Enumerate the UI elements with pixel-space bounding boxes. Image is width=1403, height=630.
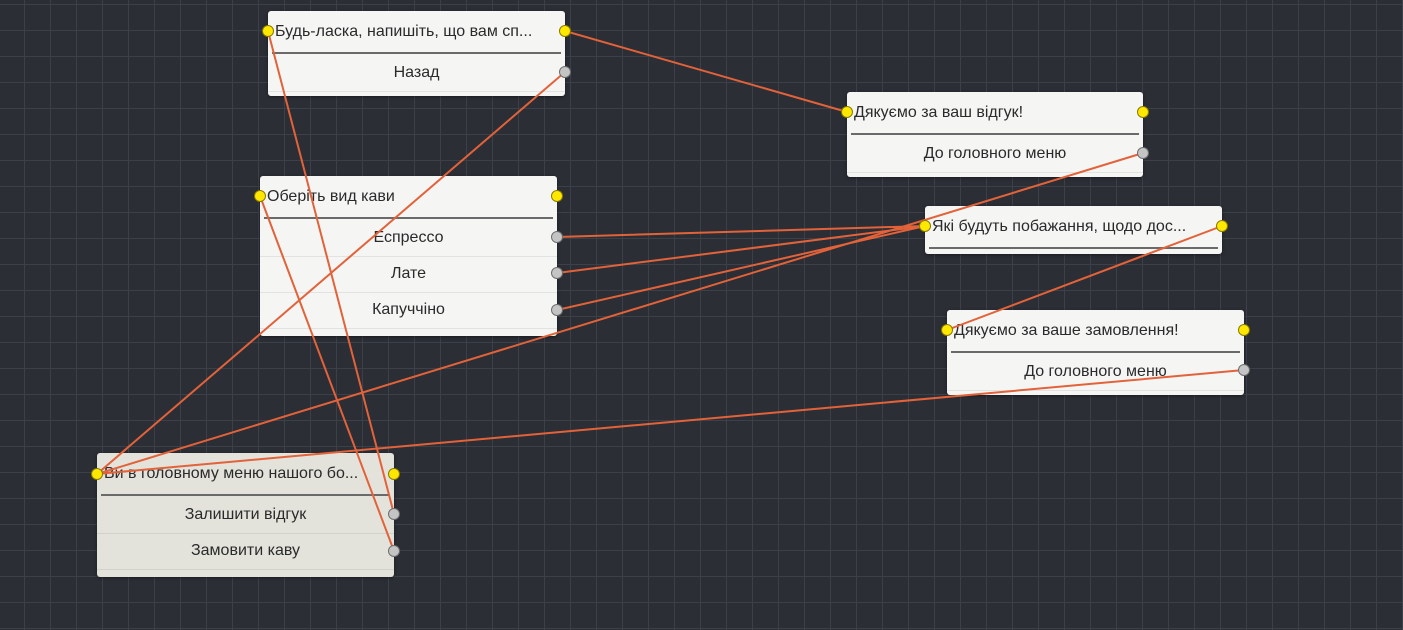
output-port[interactable] [559,25,571,37]
option-port[interactable] [1137,147,1149,159]
dialog-node-thanks-order[interactable]: Дякуємо за ваше замовлення! До головного… [947,310,1244,395]
connection-wire [556,225,926,274]
dialog-node-feedback-prompt[interactable]: Будь-ласка, напишіть, що вам сп... Назад [268,11,565,96]
option-port[interactable] [559,66,571,78]
input-port[interactable] [941,324,953,336]
node-option[interactable]: Капуччіно [260,292,557,329]
divider [851,133,1139,135]
input-port[interactable] [262,25,274,37]
node-option[interactable]: До головного меню [847,136,1143,173]
output-port[interactable] [388,468,400,480]
dialog-node-wishes[interactable]: Які будуть побажання, щодо дос... [925,206,1222,254]
output-port[interactable] [1137,106,1149,118]
option-port[interactable] [551,267,563,279]
connection-wire [556,225,926,238]
node-title: Ви в головному меню нашого бо... [104,465,359,482]
node-title: Оберіть вид кави [267,188,395,205]
divider [951,351,1240,353]
node-title: Дякуємо за ваше замовлення! [954,322,1179,339]
node-title: Дякуємо за ваш відгук! [854,104,1024,121]
input-port[interactable] [91,468,103,480]
divider [272,52,561,54]
divider [929,247,1218,249]
option-port[interactable] [1238,364,1250,376]
option-port[interactable] [551,304,563,316]
output-port[interactable] [1216,220,1228,232]
dialog-node-thanks-feedback[interactable]: Дякуємо за ваш відгук! До головного меню [847,92,1143,177]
dialog-node-main-menu[interactable]: Ви в головному меню нашого бо... Залишит… [97,453,394,577]
input-port[interactable] [841,106,853,118]
output-port[interactable] [1238,324,1250,336]
input-port[interactable] [254,190,266,202]
node-title: Які будуть побажання, щодо дос... [932,218,1187,235]
node-option[interactable]: Еспрессо [260,220,557,257]
dialog-node-choose-coffee[interactable]: Оберіть вид кави Еспрессо Лате Капуччіно [260,176,557,336]
option-port[interactable] [388,508,400,520]
node-option[interactable]: Залишити відгук [97,497,394,534]
divider [101,494,390,496]
output-port[interactable] [551,190,563,202]
node-option[interactable]: Назад [268,55,565,92]
divider [264,217,553,219]
option-port[interactable] [551,231,563,243]
input-port[interactable] [919,220,931,232]
node-option[interactable]: Замовити каву [97,533,394,570]
node-option[interactable]: Лате [260,256,557,293]
connection-wire [564,30,848,113]
option-port[interactable] [388,545,400,557]
connection-wire [556,225,926,311]
node-title: Будь-ласка, напишіть, що вам сп... [275,23,533,40]
node-option[interactable]: До головного меню [947,354,1244,391]
